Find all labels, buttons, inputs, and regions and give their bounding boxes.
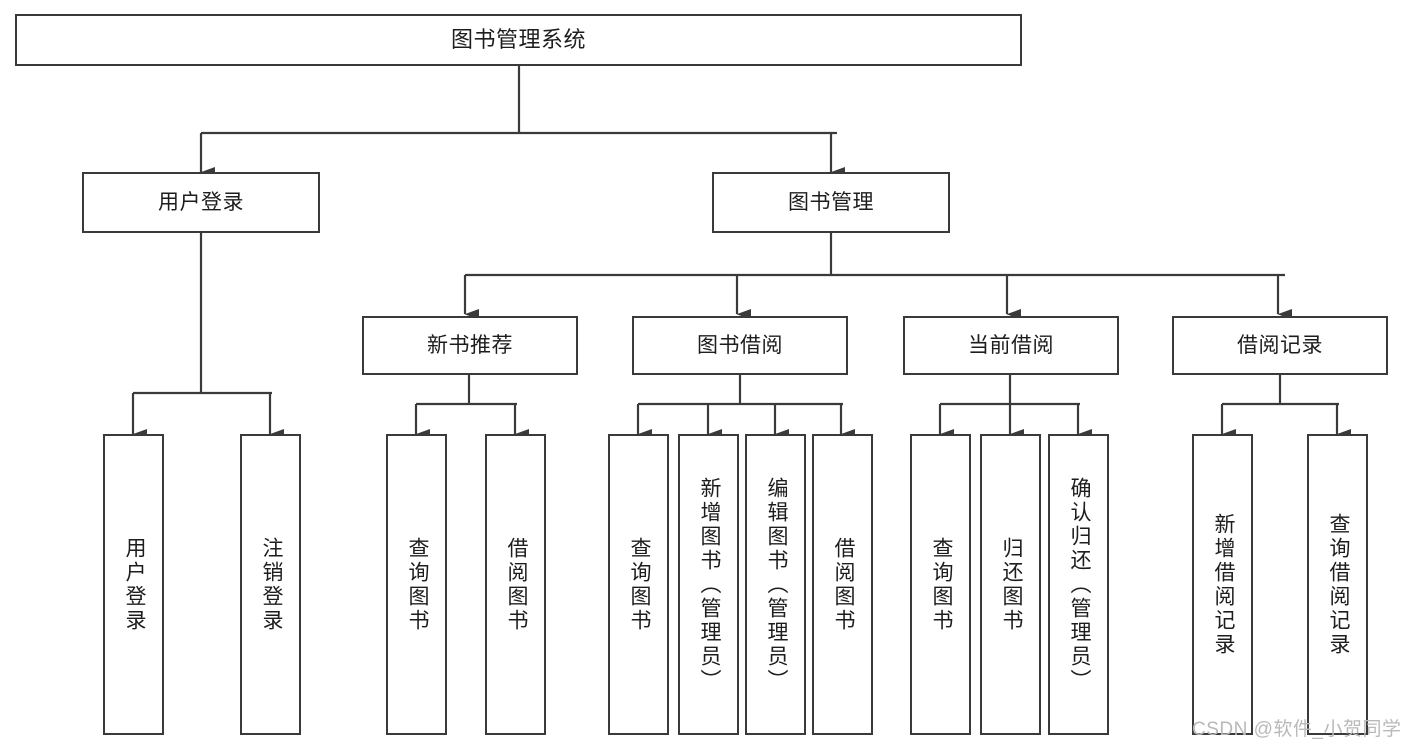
node-book-management[interactable]: 图书管理 (712, 172, 950, 233)
node-leaf-return-book[interactable]: 归还图书 (980, 434, 1041, 735)
node-leaf-add-borrow-record[interactable]: 新增借阅记录 (1192, 434, 1253, 735)
node-label: 查询图书 (627, 536, 651, 633)
node-leaf-borrow-book-rec[interactable]: 借阅图书 (485, 434, 546, 735)
node-label: 用户登录 (122, 536, 146, 633)
node-leaf-query-book-borrow[interactable]: 查询图书 (608, 434, 669, 735)
node-leaf-edit-book-admin[interactable]: 编辑图书（管理员） (745, 434, 806, 735)
node-label: 用户登录 (158, 190, 244, 214)
node-leaf-user-logout[interactable]: 注销登录 (240, 434, 301, 735)
node-current-borrowing[interactable]: 当前借阅 (903, 316, 1119, 375)
node-leaf-query-borrow-record[interactable]: 查询借阅记录 (1307, 434, 1368, 735)
node-leaf-query-book-current[interactable]: 查询图书 (910, 434, 971, 735)
node-label: 借阅记录 (1237, 333, 1323, 357)
node-book-borrowing[interactable]: 图书借阅 (632, 316, 848, 375)
node-leaf-add-book-admin[interactable]: 新增图书（管理员） (678, 434, 739, 735)
node-leaf-user-login[interactable]: 用户登录 (103, 434, 164, 735)
node-label: 归还图书 (999, 536, 1023, 633)
node-label: 借阅图书 (831, 536, 855, 633)
node-label: 注销登录 (259, 536, 283, 633)
node-leaf-confirm-return-admin[interactable]: 确认归还（管理员） (1048, 434, 1109, 735)
node-root-system[interactable]: 图书管理系统 (15, 14, 1022, 66)
node-leaf-query-book-rec[interactable]: 查询图书 (386, 434, 447, 735)
node-label: 图书管理系统 (450, 26, 586, 52)
node-label: 新书推荐 (427, 333, 513, 357)
node-label: 当前借阅 (968, 333, 1054, 357)
csdn-watermark: CSDN @软件_小贺同学 (1192, 719, 1402, 740)
node-label: 借阅图书 (504, 536, 528, 633)
node-leaf-borrow-book[interactable]: 借阅图书 (812, 434, 873, 735)
node-label: 图书管理 (788, 190, 874, 214)
node-label: 查询借阅记录 (1326, 512, 1350, 657)
node-label: 新增借阅记录 (1211, 512, 1235, 657)
node-label: 确认归还（管理员） (1067, 476, 1091, 693)
node-new-book-recommendation[interactable]: 新书推荐 (362, 316, 578, 375)
node-label: 图书借阅 (697, 333, 783, 357)
node-user-login[interactable]: 用户登录 (82, 172, 320, 233)
node-label: 新增图书（管理员） (697, 476, 721, 693)
node-label: 查询图书 (929, 536, 953, 633)
node-label: 编辑图书（管理员） (764, 476, 788, 693)
node-label: 查询图书 (405, 536, 429, 633)
node-borrowing-record[interactable]: 借阅记录 (1172, 316, 1388, 375)
